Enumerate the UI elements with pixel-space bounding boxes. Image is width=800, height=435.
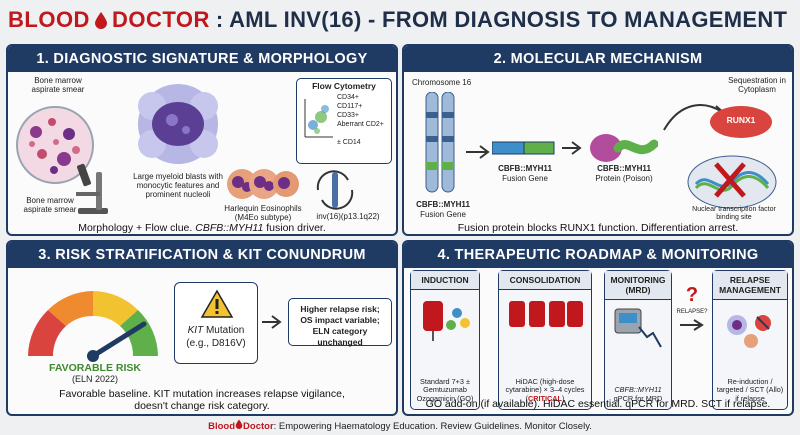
blast-label: Large myeloid blasts with monocytic feat… bbox=[133, 172, 223, 199]
arrow-icon bbox=[466, 145, 490, 159]
risk-gauge bbox=[28, 291, 158, 362]
protein-label: CBFB::MYH11 bbox=[597, 164, 651, 173]
monitoring-text: qPCR for MRD bbox=[613, 393, 663, 403]
iv-bags-icon bbox=[509, 301, 583, 327]
footer-text: : Empowering Haematology Education. Revi… bbox=[273, 421, 592, 432]
question-mark-icon: ? bbox=[685, 284, 699, 306]
induction-title: INDUCTION bbox=[411, 271, 479, 290]
favorable-risk-label: FAVORABLE RISK bbox=[49, 362, 141, 374]
fusion-gene-bar bbox=[492, 141, 555, 155]
inversion-icon bbox=[316, 170, 354, 210]
arrow-icon-3 bbox=[262, 315, 282, 329]
marker-cd2: Aberrant CD2+ bbox=[337, 121, 384, 128]
monitoring-italic: CBFB::MYH11 bbox=[614, 385, 662, 394]
eosinophils-label: Harlequin Eosinophils (M4Eo subtype) bbox=[224, 204, 302, 222]
panel-2-title: 2. MOLECULAR MECHANISM bbox=[404, 46, 792, 72]
arrow-icon-4 bbox=[680, 319, 704, 331]
nuclear-label: Nuclear transcription factor binding sit… bbox=[692, 206, 776, 221]
induction-body: Standard 7+3 ± Gemtuzumab Ozogamicin (GO… bbox=[416, 376, 474, 403]
relapse-question: RELAPSE? bbox=[676, 309, 708, 315]
iv-bag-icon bbox=[423, 301, 470, 341]
fusion-protein-illustration bbox=[590, 134, 658, 162]
fusion-gene-sub: Fusion Gene bbox=[502, 174, 548, 183]
protein-sub: Protein (Poison) bbox=[595, 174, 653, 183]
relapse-card: RELAPSE MANAGEMENT Re-induction / target… bbox=[712, 270, 788, 410]
consolidation-body-2: ) bbox=[562, 393, 565, 403]
marker-cd33: CD33+ bbox=[337, 112, 359, 119]
marker-cd14: ± CD14 bbox=[337, 139, 361, 146]
panel-risk: 3. RISK STRATIFICATION & KIT CONUNDRUM F… bbox=[6, 240, 398, 416]
kit-italic: KIT bbox=[187, 325, 204, 336]
panel-diagnostic: 1. DIAGNOSTIC SIGNATURE & MORPHOLOGY Bon… bbox=[6, 44, 398, 236]
caption-1-plain: Morphology + Flow clue. bbox=[78, 222, 196, 234]
consolidation-body-1: HiDAC (high-dose cytarabine) × 3–4 cycle… bbox=[505, 376, 585, 403]
caption-1-end: fusion driver. bbox=[263, 222, 326, 234]
brand-doctor: DOCTOR bbox=[111, 7, 210, 32]
relapse-body: Re-induction / targeted / SCT (Allo) if … bbox=[716, 376, 784, 403]
microscope-icon bbox=[76, 163, 108, 214]
flow-cytometry-box: Flow Cytometry CD34+ CD117+ CD33+ Aberra… bbox=[296, 78, 392, 164]
kit-mutation-box: KIT Mutation (e.g., D816V) bbox=[174, 282, 258, 364]
qpcr-device-icon bbox=[614, 308, 662, 348]
monitoring-title: MONITORING (MRD) bbox=[605, 271, 671, 300]
fusion-gene-label-left: CBFB::MYH11 bbox=[416, 200, 470, 209]
panel-4-caption: GO add-on (if available). HiDAC essentia… bbox=[425, 398, 771, 410]
footer-blood: Blood bbox=[208, 421, 236, 432]
kit-example: (e.g., D816V) bbox=[186, 338, 246, 349]
myeloid-blast-illustration bbox=[138, 84, 218, 164]
kit-note-box: Higher relapse risk; OS impact variable;… bbox=[288, 298, 392, 347]
chromosome-16-icon bbox=[425, 92, 455, 193]
page-title: : AML INV(16) - FROM DIAGNOSIS TO MANAGE… bbox=[215, 7, 788, 32]
blood-drop-icon bbox=[94, 12, 107, 29]
arrow-icon-2 bbox=[562, 141, 582, 155]
panel-4-title: 4. THERAPEUTIC ROADMAP & MONITORING bbox=[404, 242, 792, 268]
consolidation-card: CONSOLIDATION HiDAC (high-dose cytarabin… bbox=[498, 270, 592, 410]
footer-doctor: Doctor bbox=[243, 421, 274, 432]
sequestration-label: Sequestration in Cytoplasm bbox=[728, 76, 786, 94]
panel-3-caption-2: doesn't change risk category. bbox=[134, 400, 270, 412]
kit-note-2: OS impact variable; bbox=[300, 315, 380, 325]
footer-drop-icon bbox=[235, 419, 243, 429]
panel-3-caption-1: Favorable baseline. KIT mutation increas… bbox=[59, 388, 345, 400]
induction-card: INDUCTION Standard 7+3 ± Gemtuzumab Ozog… bbox=[410, 270, 480, 410]
marker-cd117: CD117+ bbox=[337, 103, 363, 110]
nucleus-illustration bbox=[687, 155, 777, 209]
consolidation-body: HiDAC (high-dose cytarabine) × 3–4 cycle… bbox=[501, 376, 589, 404]
panel-1-caption: Morphology + Flow clue. CBFB::MYH11 fusi… bbox=[8, 222, 396, 234]
smear-label-bottom: Bone marrow aspirate smear bbox=[23, 196, 77, 214]
chromosome-label: Chromosome 16 bbox=[412, 78, 472, 87]
brand-blood: BLOOD bbox=[8, 7, 90, 32]
smear-illustration bbox=[16, 106, 94, 184]
caption-1-italic: CBFB::MYH11 bbox=[195, 222, 264, 234]
consolidation-title: CONSOLIDATION bbox=[499, 271, 591, 290]
panel-therapy: 4. THERAPEUTIC ROADMAP & MONITORING INDU… bbox=[402, 240, 794, 416]
kit-mutation-label: KIT Mutation bbox=[175, 325, 257, 336]
panel-1-title: 1. DIAGNOSTIC SIGNATURE & MORPHOLOGY bbox=[8, 46, 396, 72]
fusion-gene-label: CBFB::MYH11 bbox=[498, 164, 552, 173]
relapse-illustration bbox=[727, 315, 771, 348]
fusion-gene-sub-left: Fusion Gene bbox=[420, 210, 466, 219]
smear-label-top: Bone marrow aspirate smear bbox=[31, 76, 85, 94]
flow-title: Flow Cytometry bbox=[312, 81, 376, 91]
marker-cd34: CD34+ bbox=[337, 94, 359, 101]
kit-note-3: ELN category unchanged bbox=[312, 326, 368, 347]
warning-icon bbox=[200, 289, 234, 318]
panel-molecular: 2. MOLECULAR MECHANISM Chromosome 16 CBF… bbox=[402, 44, 794, 236]
runx1-label: RUNX1 bbox=[726, 115, 756, 125]
panel-2-caption: Fusion protein blocks RUNX1 function. Di… bbox=[457, 222, 739, 234]
kit-rest: Mutation bbox=[203, 325, 245, 336]
page-header: BLOOD DOCTOR : AML INV(16) - FROM DIAGNO… bbox=[0, 0, 800, 40]
panel-3-title: 3. RISK STRATIFICATION & KIT CONUNDRUM bbox=[8, 242, 396, 268]
critical-label: CRITICAL bbox=[527, 393, 563, 403]
flow-plot-icon bbox=[304, 99, 333, 138]
eln-label: (ELN 2022) bbox=[71, 374, 119, 384]
inv16-label: inv(16)(p13.1q22) bbox=[316, 212, 380, 221]
eosinophils-illustration bbox=[227, 169, 299, 199]
footer: Blood Doctor: Empowering Haematology Educ… bbox=[0, 419, 800, 435]
kit-note-1: Higher relapse risk; bbox=[300, 304, 380, 314]
relapse-title: RELAPSE MANAGEMENT bbox=[713, 271, 787, 300]
runx1-complex bbox=[710, 106, 772, 138]
